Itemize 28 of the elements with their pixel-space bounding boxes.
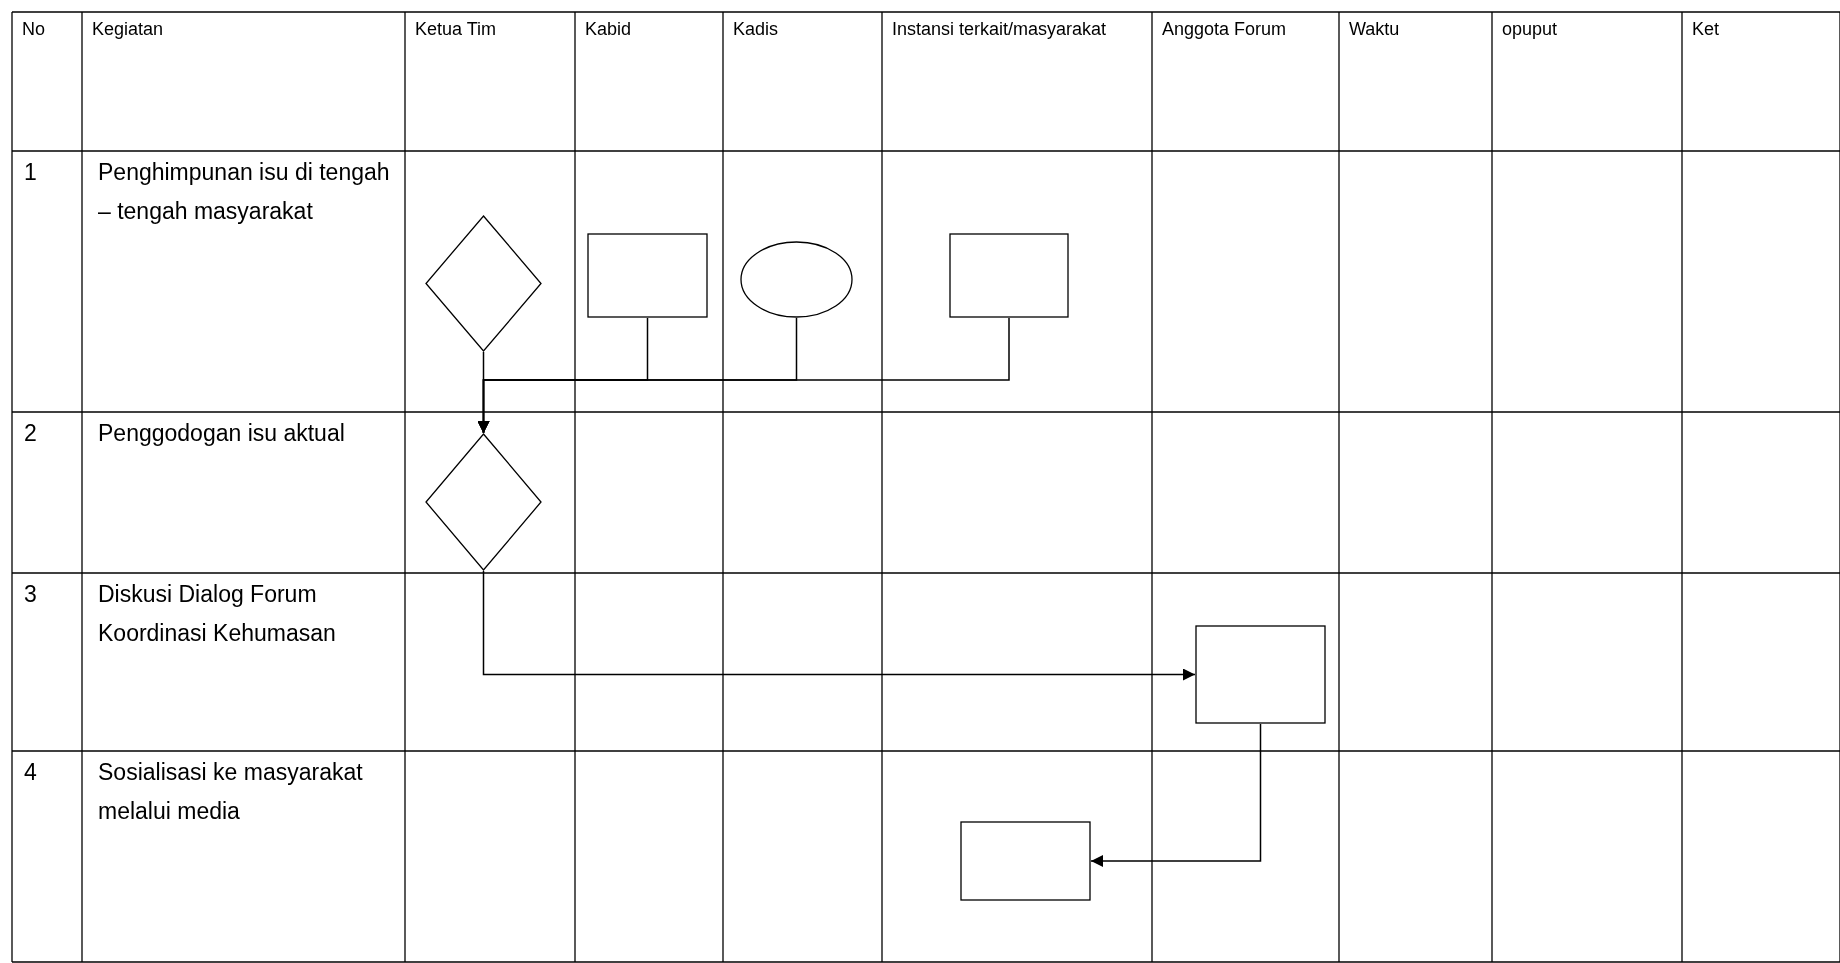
column-header: Ket [1692,18,1720,41]
activity-text: Penghimpunan isu di tengah – tengah masyarakat [98,158,391,226]
column-header: No [22,18,45,41]
row-number: 1 [24,158,37,187]
column-header: Ketua Tim [415,18,497,41]
oval-symbol [740,241,853,318]
column-header: Anggota Forum [1162,18,1287,41]
decision-diamond [425,215,542,352]
column-header: Kabid [585,18,632,41]
column-header: opuput [1502,18,1558,41]
process-box [960,821,1091,901]
column-header: Instansi terkait/masyarakat [892,18,1107,41]
column-header: Waktu [1349,18,1400,41]
process-box [587,233,708,318]
arrow [1090,723,1262,867]
column-header: Kegiatan [92,18,164,41]
row-number: 4 [24,758,37,787]
decision-diamond [425,433,542,571]
row-number: 2 [24,419,37,448]
activity-text: Diskusi Dialog Forum Koordinasi Kehumasan [98,580,337,648]
arrow [477,317,1010,434]
process-box [949,233,1069,318]
row-number: 3 [24,580,37,609]
column-header: Kadis [733,18,779,41]
activity-text: Sosialisasi ke masyarakat melalui media [98,758,364,826]
activity-text: Penggodogan isu aktual [98,419,345,448]
arrow [482,570,1196,681]
process-box [1195,625,1326,724]
